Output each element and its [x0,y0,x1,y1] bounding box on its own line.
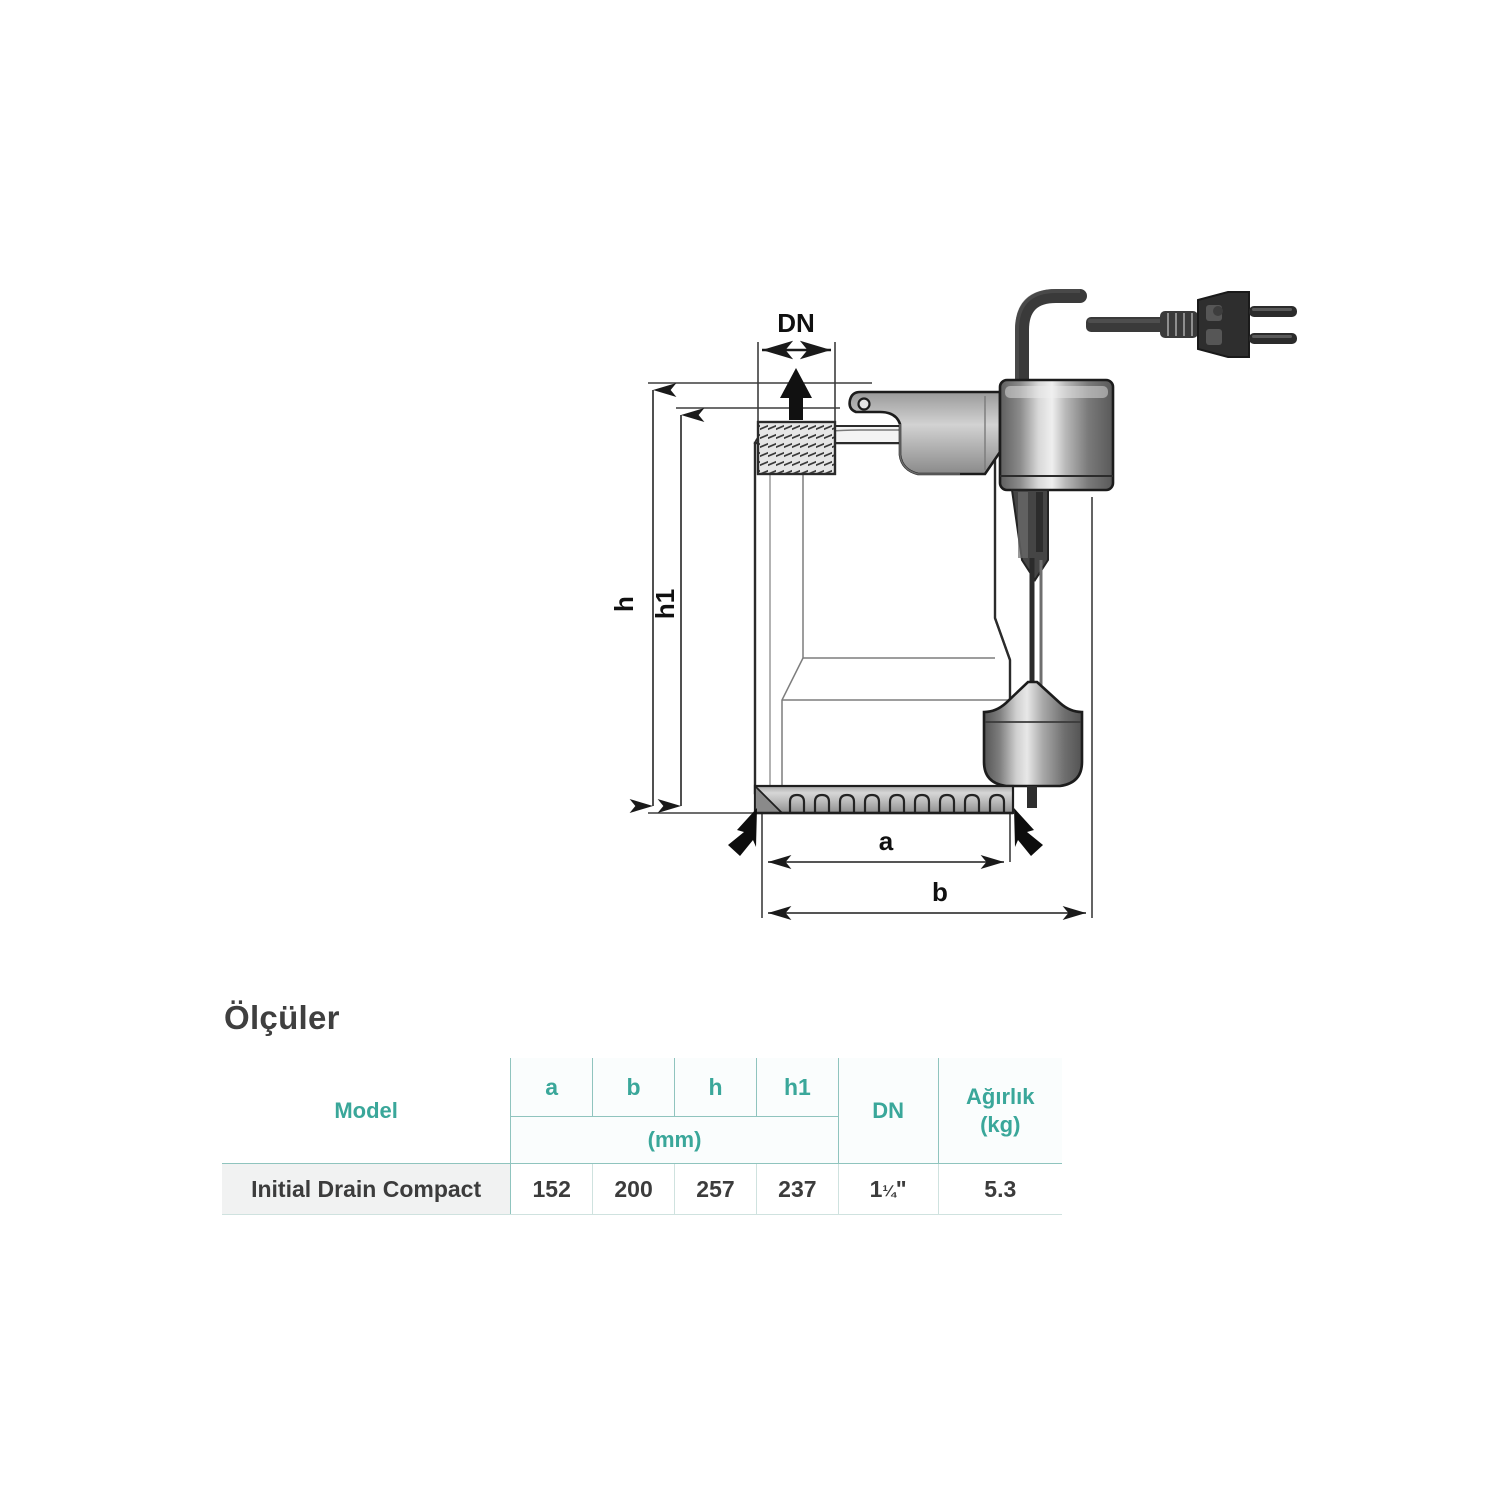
a-dimension-label: a [879,826,894,856]
table-header-row-letters: Model a b h h1 DN Ağırlık (kg) [222,1058,1062,1164]
schuko-plug [1160,291,1297,358]
inlet-flow-arrows [728,808,1043,856]
h1-dimension: h1 [650,407,705,814]
header-weight: Ağırlık (kg) [937,1058,1062,1164]
header-h: h [674,1058,757,1117]
dn-dimension: DN [762,308,831,360]
header-unit-mm: (mm) [510,1116,839,1164]
b-dimension-label: b [932,877,948,907]
pump-body [753,425,1012,795]
power-cable [1015,289,1179,393]
h1-dimension-label: h1 [650,589,680,619]
cell-dn: 1¼" [837,1163,939,1216]
cell-dn-whole: 1 [869,1175,883,1202]
table-header-row-unit: (mm) [222,1116,1062,1164]
strainer-base [753,783,1015,815]
cell-dn-fraction: ¼ [882,1182,896,1200]
header-b: b [592,1058,675,1117]
section-title: Ölçüler [224,999,340,1036]
dimensions-table: Model a b h h1 DN Ağırlık (kg) (mm) Init… [222,1058,1062,1216]
header-model: Model [222,1058,511,1164]
float-switch-guide [1010,489,1049,690]
header-a: a [510,1058,593,1117]
cell-b: 200 [592,1163,675,1216]
cable-entry-housing [998,378,1115,492]
cell-h: 257 [674,1163,757,1216]
table-row: Initial Drain Compact 152 200 257 237 1¼… [222,1163,1062,1216]
b-dimension: b [768,877,1086,921]
pump-technical-drawing-svg: DN h h1 [609,289,1297,921]
header-h1: h1 [755,1058,839,1117]
h-dimension-label: h [609,596,639,612]
dn-dimension-label: DN [777,308,815,338]
cell-model: Initial Drain Compact [222,1163,511,1216]
cell-a: 152 [510,1163,593,1216]
dimensions-section: Ölçüler Model a b h h1 DN Ağırlık (kg) [222,999,1102,1216]
header-dn: DN [837,1058,939,1164]
a-dimension: a [768,826,1004,870]
header-weight-line2: (kg) [980,1111,1021,1137]
outlet-flow-arrow [780,368,812,420]
carry-handle [848,390,1002,476]
cell-h1: 237 [755,1163,839,1216]
pump-dimension-drawing: DN h h1 [609,289,1297,921]
float-switch [982,680,1084,808]
cell-weight: 5.3 [937,1163,1062,1216]
cell-dn-unit: " [895,1175,907,1202]
threaded-discharge-outlet [756,420,837,476]
header-weight-line1: Ağırlık [966,1084,1035,1110]
h-dimension: h [609,382,677,814]
